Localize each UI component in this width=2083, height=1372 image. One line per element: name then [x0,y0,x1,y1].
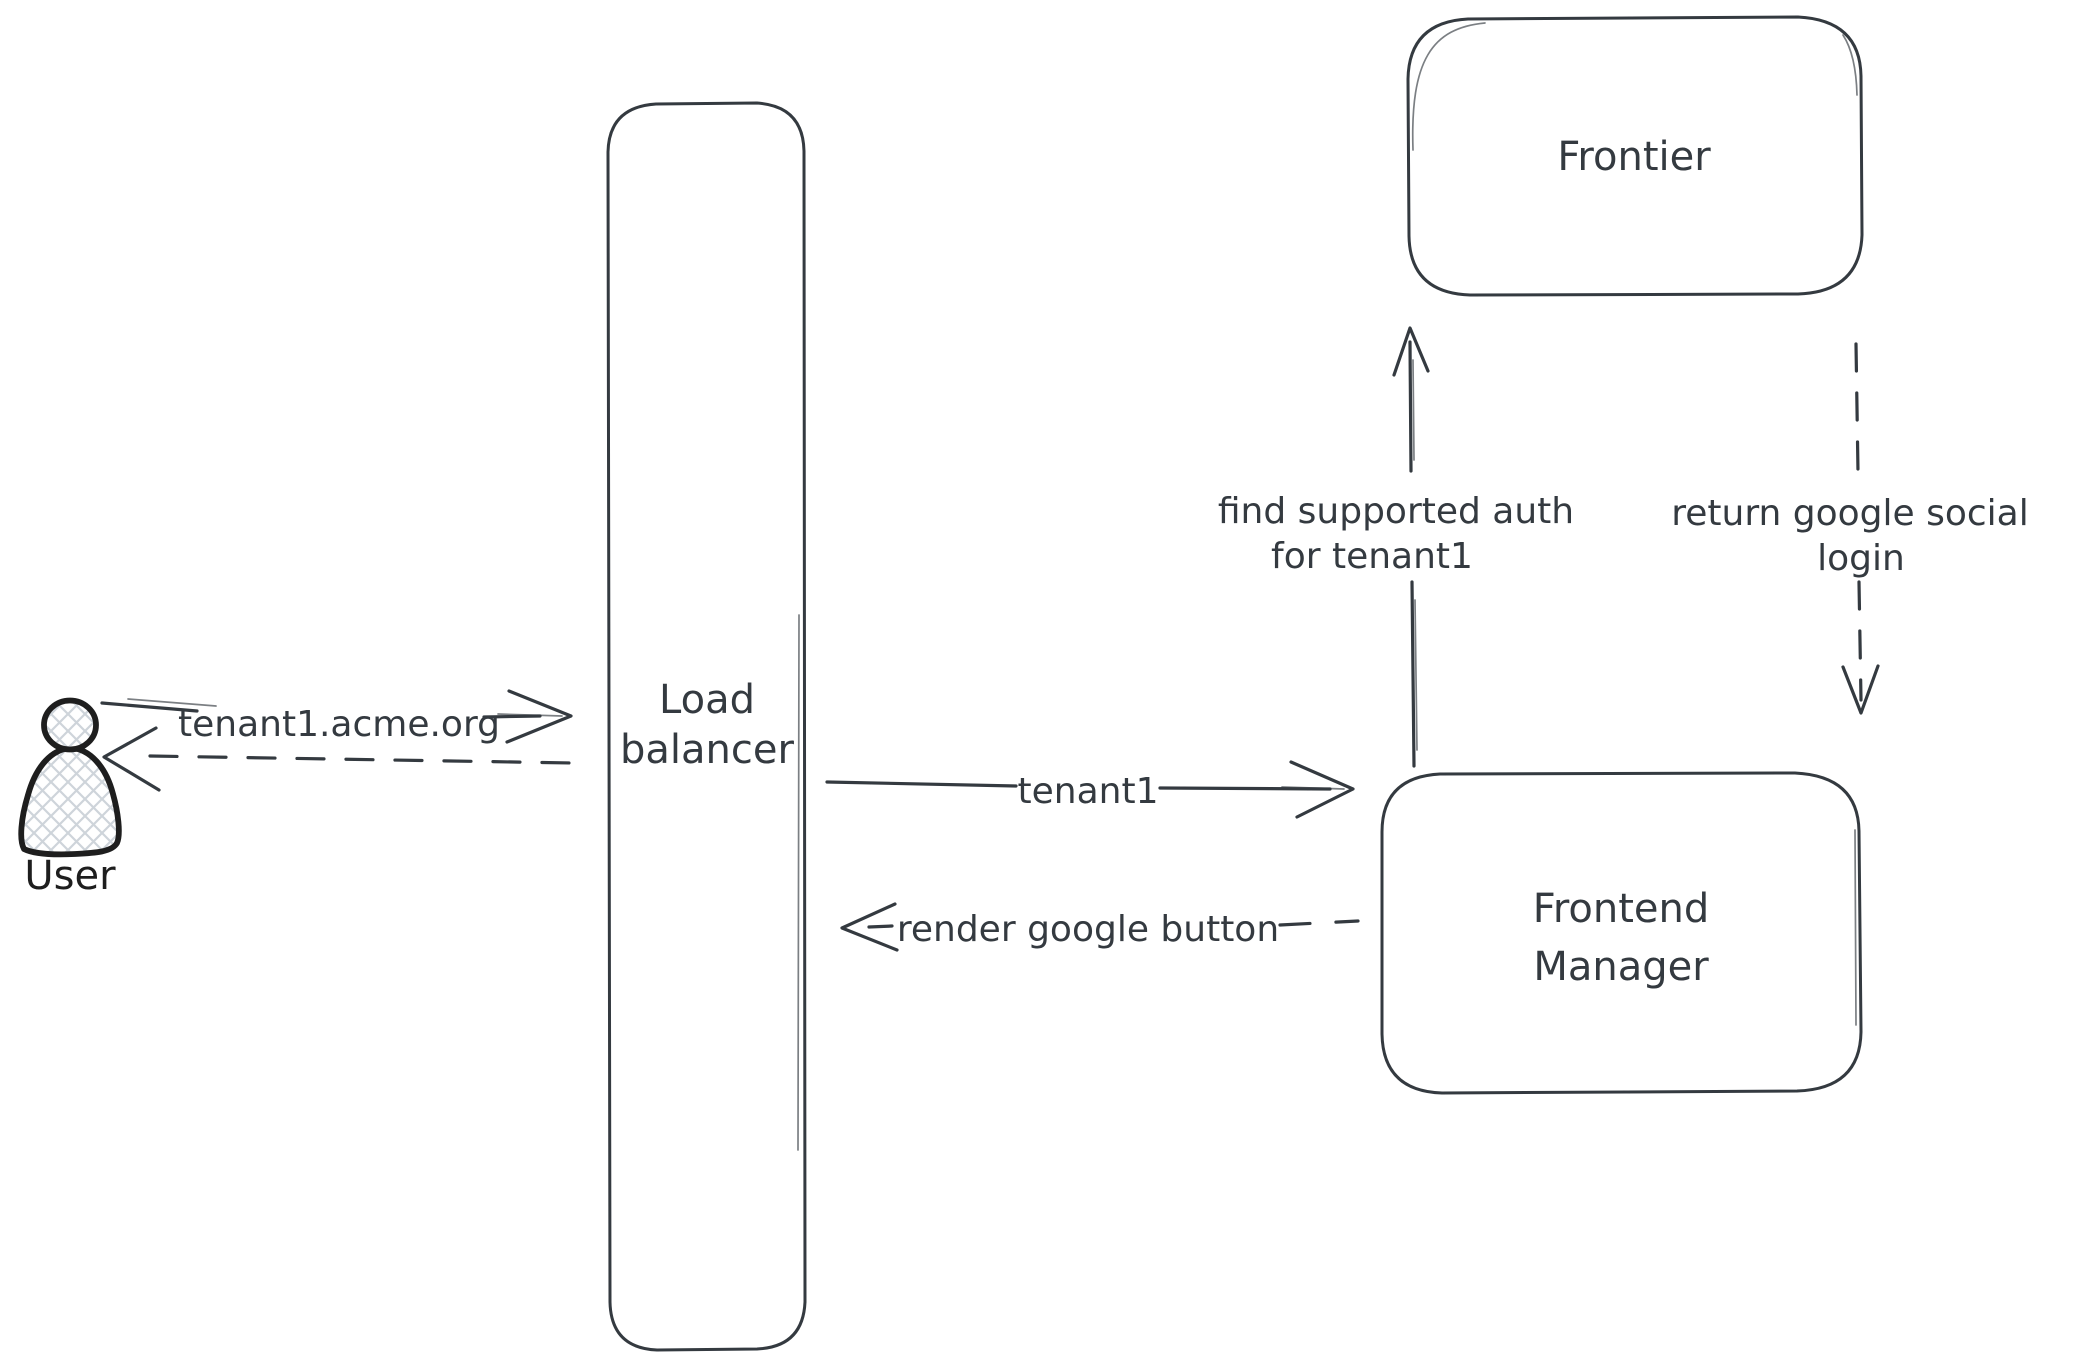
edge-label-find-supported-auth-line1: find supported auth [1218,491,1574,532]
edge-label-return-google-social-line2: login [1817,538,1905,579]
arrowhead-sketch-accent [497,713,563,717]
arrow-line-sketch-accent [1412,359,1418,751]
arrowhead-left-icon [102,726,161,792]
arrowhead-right-icon [505,689,573,744]
edge-label-find-supported-auth-line2: for tenant1 [1271,536,1473,577]
user-label: User [24,853,116,899]
arrow-dashed-line [1857,580,1863,702]
frontier-node: Frontier [1406,15,1864,297]
load-balancer-box-sketch-accent [797,614,800,1151]
arrow-line [1410,580,1416,768]
load-balancer-box [606,101,807,1352]
arrow-line [825,780,1018,788]
frontier-label: Frontier [1557,134,1711,180]
arrow-line [482,714,542,719]
frontend-manager-node: Frontend Manager [1380,771,1863,1095]
frontend-manager-box [1380,771,1863,1095]
edge-label-render-google-button: render google button [897,909,1279,950]
arrow-dashed-line [148,754,576,765]
arrow-dashed-line [1278,919,1360,927]
arrow-line-sketch-accent [127,698,217,707]
arrow-dashed-line [1854,342,1860,474]
edge-label-tenant1-acme-org: tenant1.acme.org [178,704,500,745]
edge-label-tenant1: tenant1 [1018,771,1159,812]
load-balancer-node: Load balancer [606,101,807,1352]
arrowhead-left-icon [840,902,899,952]
arrowhead-right-icon [1289,760,1355,819]
arrow-frontend-manager-to-frontier: find supported auth for tenant1 [1218,326,1574,768]
frontend-manager-box-sketch-accent [1854,829,1857,1026]
load-balancer-label-line2: balancer [620,727,794,773]
frontier-box [1406,15,1864,297]
arrowhead-down-icon [1841,664,1880,715]
arrow-user-to-load-balancer: tenant1.acme.org [100,689,573,745]
user-body [18,745,122,858]
load-balancer-label-line1: Load [659,677,755,723]
frontend-manager-label-line2: Manager [1533,944,1709,990]
edge-label-return-google-social-line1: return google social [1671,493,2029,534]
user-head [41,697,99,753]
arrowhead-up-icon [1392,326,1430,377]
arrowhead-sketch-accent [1281,786,1345,790]
arrow-line [1408,340,1413,473]
arrow-load-balancer-to-frontend-manager: tenant1 [825,760,1355,819]
user-node: User [18,697,122,899]
arrow-load-balancer-to-user [102,726,576,792]
arrow-dash-segment [867,924,894,929]
arrow-line [100,701,199,713]
arrow-line [1158,786,1332,791]
frontier-box-sketch-accent [1411,22,1858,151]
arrow-frontend-manager-to-load-balancer: render google button [840,902,1360,952]
frontend-manager-label-line1: Frontend [1533,886,1710,932]
arrow-frontier-to-frontend-manager: return google social login [1671,342,2029,715]
